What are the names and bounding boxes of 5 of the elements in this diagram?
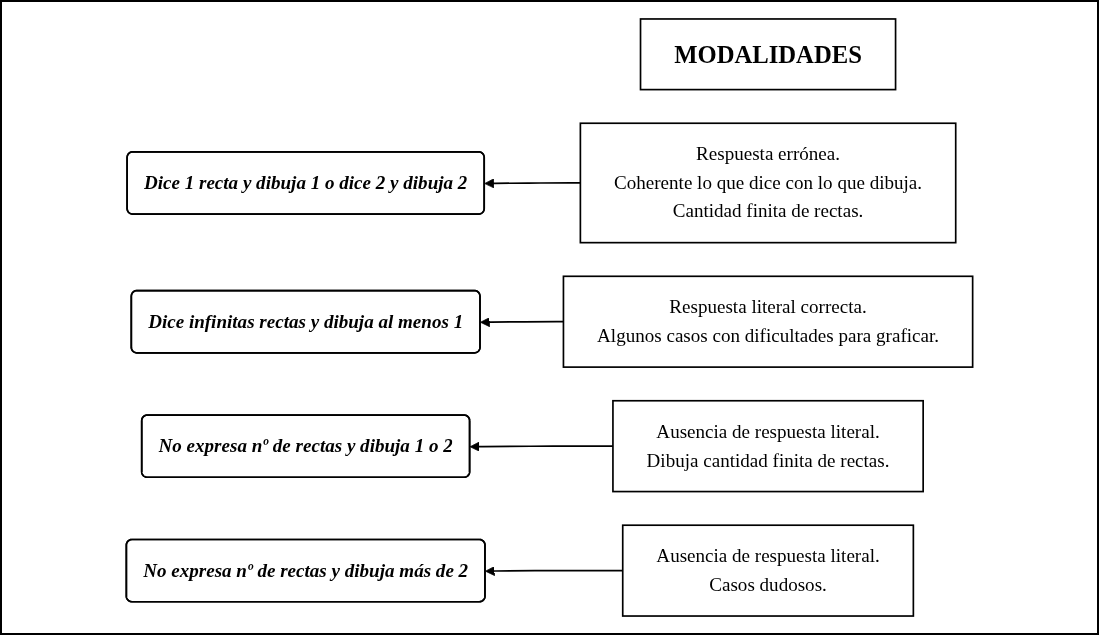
node-box: MODALIDADES [639,18,897,91]
node-box: Respuesta literal correcta. Algunos casos con dificultades para graficar. [562,275,974,368]
node-box: Respuesta errónea. Coherente lo que dice con lo que dibuja. Cantidad finita de rectas. [579,122,957,244]
node-box: Ausencia de respuesta literal. Dibuja cantidad finita de rectas. [612,399,924,493]
node-box: Ausencia de respuesta literal. Casos dudosos. [621,524,915,617]
